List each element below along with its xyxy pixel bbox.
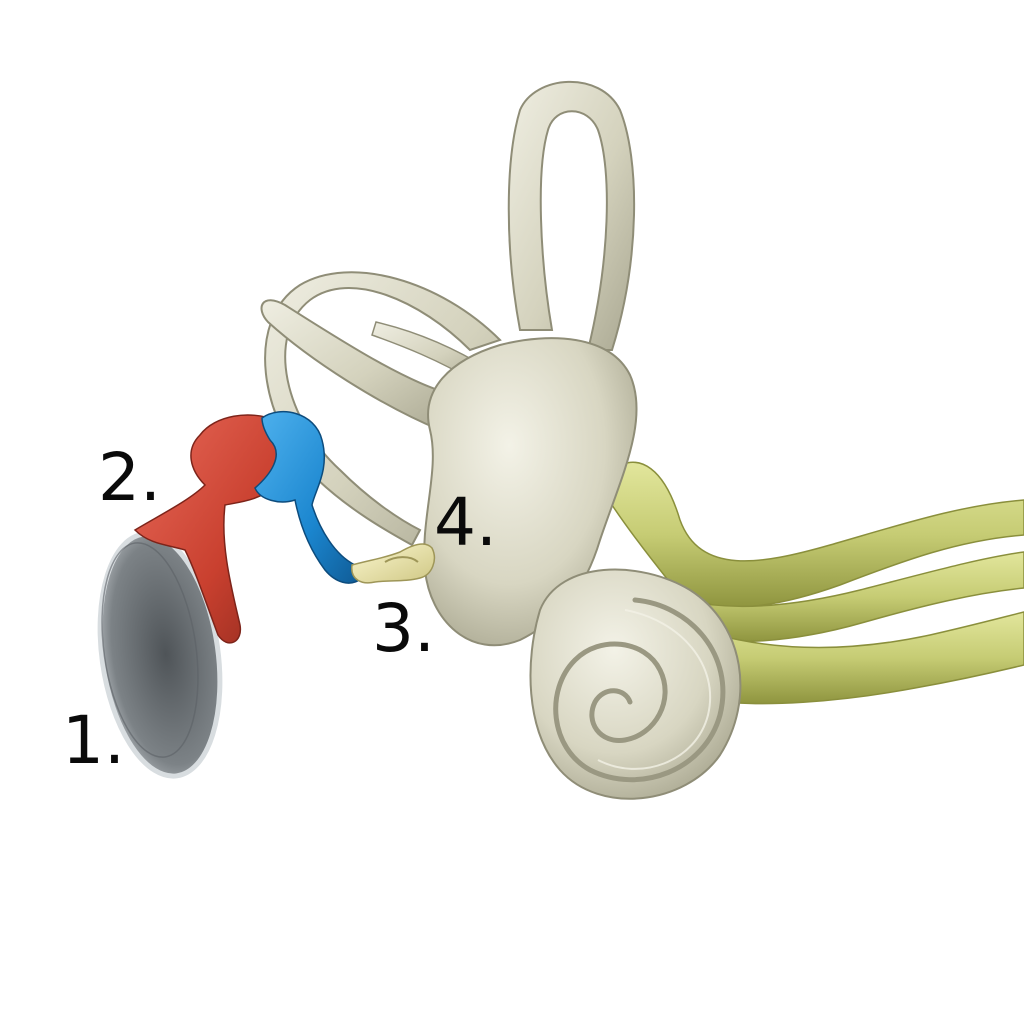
- incus: [254, 410, 363, 584]
- superior-semicircular-canal: [507, 80, 636, 351]
- stapes: [351, 543, 436, 584]
- callout-label-4: 4.: [434, 484, 497, 561]
- callout-label-2: 2.: [98, 439, 161, 516]
- callout-label-3: 3.: [372, 590, 435, 667]
- nerve-bundle: [611, 461, 1024, 705]
- cochlea: [529, 568, 742, 800]
- malleus: [133, 414, 290, 644]
- callout-label-1: 1.: [62, 702, 125, 779]
